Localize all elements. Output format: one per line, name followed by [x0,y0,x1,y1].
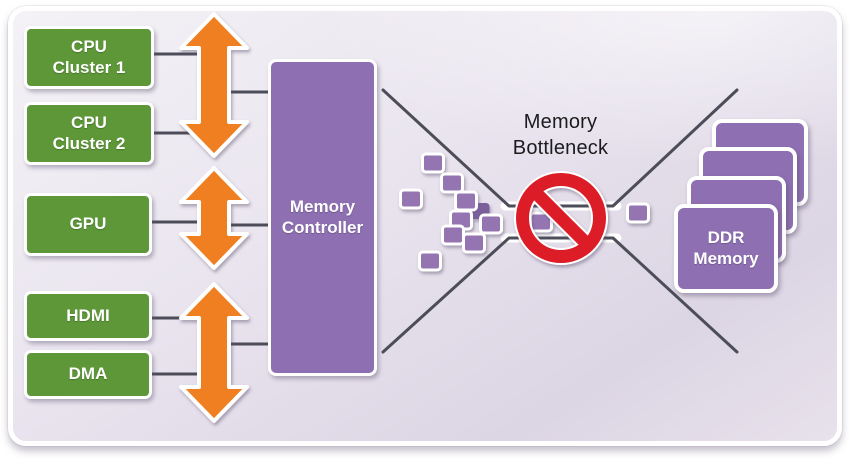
bidirectional-arrow-icon [179,12,249,423]
data-packet-square [441,224,465,246]
node-cpu-cluster-2: CPU Cluster 2 [24,102,154,165]
data-packet-square [462,232,486,254]
node-hdmi: HDMI [24,291,152,341]
node-gpu: GPU [24,193,152,256]
data-packet-square [399,188,423,210]
data-packet-square [479,213,503,235]
node-ddr-memory: DDR Memory [674,204,778,293]
no-entry-icon [514,171,608,265]
bidirectional-arrow-icon [179,282,249,423]
data-packet-square [626,202,650,224]
node-cpu-cluster-1: CPU Cluster 1 [24,26,154,89]
data-packets [399,152,650,272]
data-packet-square [454,190,478,212]
memory-bottleneck-label: Memory Bottleneck [512,111,609,159]
data-packet-square [421,152,445,174]
node-memory-controller: Memory Controller [268,59,377,376]
bidirectional-arrow-icon [179,12,249,158]
data-packet-square [440,172,464,194]
node-dma: DMA [24,350,152,399]
data-packet-square [418,250,442,272]
bidirectional-arrow-icon [179,166,249,270]
